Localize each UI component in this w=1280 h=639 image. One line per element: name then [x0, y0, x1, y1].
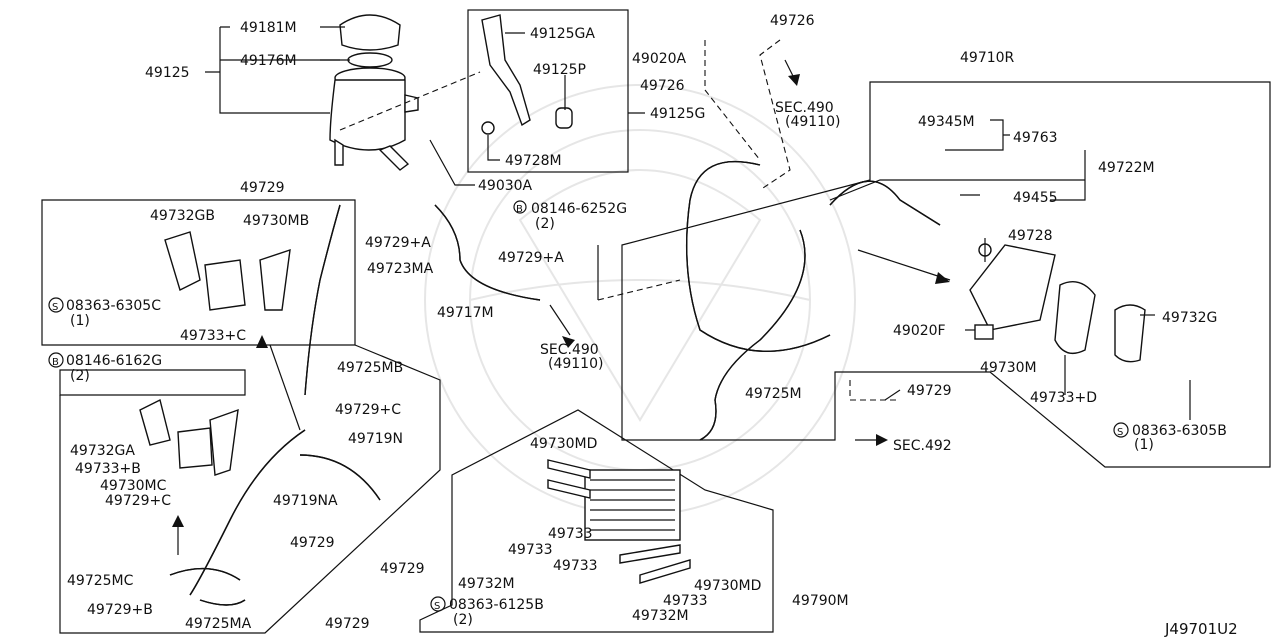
label-49730MD-1: 49730MD	[530, 436, 597, 452]
label-08363-6125B-qty: (2)	[453, 612, 473, 628]
label-circle-b-1: B	[516, 204, 523, 215]
label-08363-6305B-qty: (1)	[1134, 437, 1154, 453]
circle-b-icon	[513, 200, 527, 214]
label-49728: 49728	[1008, 228, 1053, 244]
label-sec490-a: SEC.490	[775, 100, 834, 116]
label-49733-4: 49733	[663, 593, 708, 609]
label-49729C-1: 49729+C	[335, 402, 401, 418]
label-49733-3: 49733	[553, 558, 598, 574]
label-49732GB: 49732GB	[150, 208, 215, 224]
label-49730MD-2: 49730MD	[694, 578, 761, 594]
label-49455: 49455	[1013, 190, 1058, 206]
label-49726-b: 49726	[640, 78, 685, 94]
label-08363-6125B: 08363-6125B	[449, 597, 544, 613]
group-boxes	[41, 9, 1271, 634]
label-08146-6162G-qty: (2)	[70, 368, 90, 384]
label-49733B: 49733+B	[75, 461, 141, 477]
label-49733C: 49733+C	[180, 328, 246, 344]
circle-s-icon-3	[430, 596, 446, 612]
label-49763: 49763	[1013, 130, 1058, 146]
label-08146-6162G: 08146-6162G	[66, 353, 162, 369]
label-49729-low2: 49729	[325, 616, 370, 632]
label-circle-s-3: S	[434, 601, 440, 612]
label-49729A-1: 49729+A	[365, 235, 431, 251]
bracket-left	[139, 231, 291, 476]
label-08363-6305C-qty: (1)	[70, 313, 90, 329]
label-49125P: 49125P	[533, 62, 586, 78]
label-49729-right: 49729	[907, 383, 952, 399]
label-49729C-2: 49729+C	[105, 493, 171, 509]
label-49733-1: 49733	[548, 526, 593, 542]
hoses	[169, 160, 941, 606]
label-49729-low1: 49729	[380, 561, 425, 577]
label-49725MB: 49725MB	[337, 360, 403, 376]
label-49725MA: 49725MA	[185, 616, 252, 632]
label-49732G: 49732G	[1162, 310, 1217, 326]
label-49723MA: 49723MA	[367, 261, 434, 277]
arrowheads	[172, 74, 950, 527]
circle-s-icon-2	[1113, 422, 1129, 438]
label-49719N: 49719N	[348, 431, 403, 447]
circle-s-icon	[48, 297, 64, 313]
label-08146-6252G: 08146-6252G	[531, 201, 627, 217]
label-49725M: 49725M	[745, 386, 802, 402]
leader-lines	[177, 26, 1191, 555]
label-08146-6252G-qty: (2)	[535, 216, 555, 232]
label-sec490-b-sub: (49110)	[548, 356, 603, 372]
label-49730MB: 49730MB	[243, 213, 309, 229]
label-49020A: 49020A	[632, 51, 687, 67]
label-49020F: 49020F	[893, 323, 946, 339]
oil-cooler-49790M	[547, 459, 691, 584]
label-49732GA: 49732GA	[70, 443, 135, 459]
label-08363-6305C: 08363-6305C	[66, 298, 161, 314]
label-49722M: 49722M	[1098, 160, 1155, 176]
label-circle-s-1: S	[52, 302, 58, 313]
label-49030A: 49030A	[478, 178, 533, 194]
label-49729B: 49729+B	[87, 602, 153, 618]
label-sec490-a-sub: (49110)	[785, 114, 840, 130]
reservoir-assembly	[329, 14, 419, 171]
label-49125: 49125	[145, 65, 190, 81]
label-49733D: 49733+D	[1030, 390, 1097, 406]
diagram-id: J49701U2	[1164, 620, 1238, 638]
label-49125GA: 49125GA	[530, 26, 595, 42]
circle-b-icon-2	[48, 352, 64, 368]
watermark-emblem	[424, 84, 856, 516]
label-49717M: 49717M	[437, 305, 494, 321]
bracket-49125G	[481, 14, 573, 135]
label-49729A-2: 49729+A	[498, 250, 564, 266]
label-circle-s-2: S	[1117, 427, 1123, 438]
part-labels: 49181M 49176M 49125 49125GA 49125P 49125…	[48, 13, 1238, 638]
label-49729-top: 49729	[240, 180, 285, 196]
bracket-right	[969, 243, 1146, 363]
label-49710R: 49710R	[960, 50, 1015, 66]
label-49732M-1: 49732M	[458, 576, 515, 592]
label-49729-mid: 49729	[290, 535, 335, 551]
label-49726-a: 49726	[770, 13, 815, 29]
label-49725MC: 49725MC	[67, 573, 134, 589]
label-49733-2: 49733	[508, 542, 553, 558]
label-49181M: 49181M	[240, 20, 297, 36]
label-49730M: 49730M	[980, 360, 1037, 376]
label-49732M-2: 49732M	[632, 608, 689, 624]
label-49176M: 49176M	[240, 53, 297, 69]
label-49790M: 49790M	[792, 593, 849, 609]
label-49719NA: 49719NA	[273, 493, 338, 509]
label-sec492: SEC.492	[893, 438, 952, 454]
label-circle-b-2: B	[52, 357, 59, 368]
label-49728M: 49728M	[505, 153, 562, 169]
label-08363-6305B: 08363-6305B	[1132, 423, 1227, 439]
label-49345M: 49345M	[918, 114, 975, 130]
label-49730MC: 49730MC	[100, 478, 167, 494]
label-sec490-b: SEC.490	[540, 342, 599, 358]
label-49125G: 49125G	[650, 106, 705, 122]
